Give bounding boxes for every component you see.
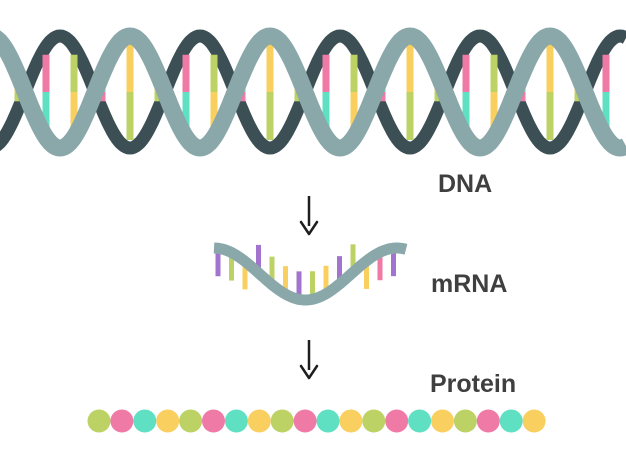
protein-bead xyxy=(476,409,500,433)
protein-bead xyxy=(270,409,294,433)
mrna-to-protein-arrow xyxy=(299,340,319,380)
protein-bead xyxy=(179,409,203,433)
protein-bead xyxy=(156,409,180,433)
arrow-head xyxy=(299,364,319,380)
dna-front-strand xyxy=(0,27,626,157)
dna-double-helix xyxy=(0,27,626,157)
protein-bead xyxy=(453,409,477,433)
mrna-strand xyxy=(213,242,408,306)
arrow-head xyxy=(299,220,319,236)
protein-bead xyxy=(431,409,454,433)
protein-bead xyxy=(247,409,271,433)
protein-bead xyxy=(339,409,363,433)
protein-bead xyxy=(133,409,157,433)
mrna-label: mRNA xyxy=(431,270,508,298)
protein-bead xyxy=(224,409,248,433)
protein-bead-chain xyxy=(87,409,546,433)
protein-bead xyxy=(362,409,386,433)
protein-bead xyxy=(202,409,225,433)
protein-bead xyxy=(87,409,111,433)
dna-to-mrna-arrow xyxy=(299,196,319,236)
dna-label: DNA xyxy=(438,170,493,198)
protein-bead xyxy=(385,409,409,433)
mrna-backbone xyxy=(213,242,408,306)
protein-bead xyxy=(499,409,523,433)
protein-bead xyxy=(110,409,134,433)
protein-bead xyxy=(522,409,546,433)
protein-bead xyxy=(316,409,340,433)
protein-label: Protein xyxy=(430,370,517,398)
protein-bead xyxy=(293,409,317,433)
protein-bead xyxy=(408,409,432,433)
